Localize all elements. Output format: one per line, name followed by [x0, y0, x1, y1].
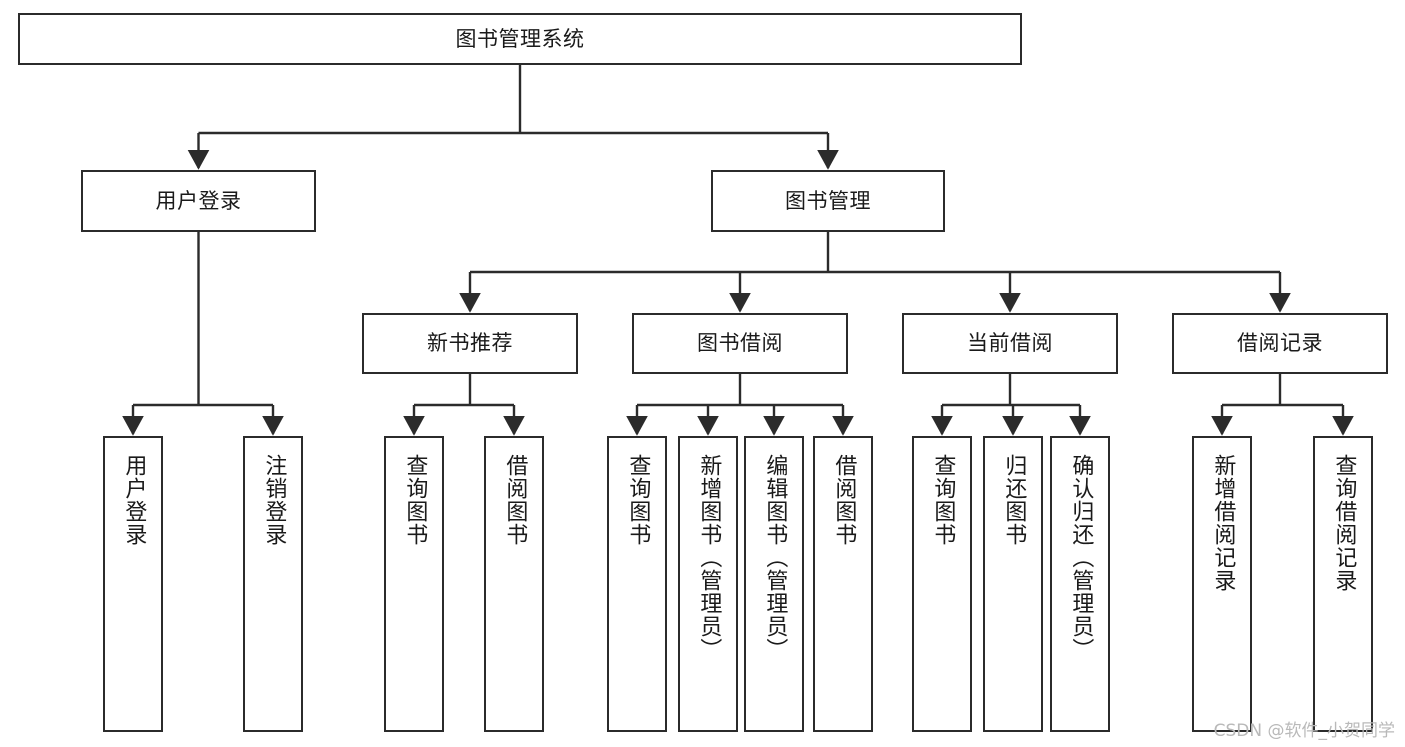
node-label: 确认归还（管理员） [1068, 454, 1094, 661]
node-label: 新书推荐 [427, 331, 513, 356]
node-leaf12[interactable]: 新增借阅记录 [1192, 436, 1252, 732]
node-current[interactable]: 当前借阅 [902, 313, 1118, 374]
node-leaf8[interactable]: 借阅图书 [813, 436, 873, 732]
node-label: 用户登录 [155, 188, 242, 213]
node-leaf13[interactable]: 查询借阅记录 [1313, 436, 1373, 732]
watermark: CSDN @软件_小贺同学 [1213, 721, 1395, 741]
node-leaf5[interactable]: 查询图书 [607, 436, 667, 732]
node-label: 新增借阅记录 [1210, 454, 1236, 592]
node-root[interactable]: 图书管理系统 [18, 13, 1022, 65]
node-label: 图书管理 [785, 188, 871, 213]
node-records[interactable]: 借阅记录 [1172, 313, 1388, 374]
node-borrow[interactable]: 图书借阅 [632, 313, 848, 374]
node-leaf7[interactable]: 编辑图书（管理员） [744, 436, 804, 732]
node-label: 图书借阅 [697, 331, 783, 356]
node-label: 查询图书 [930, 454, 956, 546]
node-label: 查询借阅记录 [1331, 454, 1357, 592]
node-login[interactable]: 用户登录 [81, 170, 316, 232]
node-leaf3[interactable]: 查询图书 [384, 436, 444, 732]
node-label: 查询图书 [402, 454, 428, 546]
node-label: 图书管理系统 [455, 26, 585, 51]
node-label: 编辑图书（管理员） [762, 454, 788, 661]
node-leaf11[interactable]: 确认归还（管理员） [1050, 436, 1110, 732]
node-leaf9[interactable]: 查询图书 [912, 436, 972, 732]
node-label: 用户登录 [121, 454, 147, 546]
node-label: 注销登录 [261, 454, 287, 546]
node-newbook[interactable]: 新书推荐 [362, 313, 578, 374]
node-label: 借阅记录 [1237, 331, 1323, 356]
node-label: 借阅图书 [502, 454, 528, 546]
node-leaf6[interactable]: 新增图书（管理员） [678, 436, 738, 732]
node-leaf4[interactable]: 借阅图书 [484, 436, 544, 732]
node-label: 查询图书 [625, 454, 651, 546]
node-label: 新增图书（管理员） [696, 454, 722, 661]
node-bookmgmt[interactable]: 图书管理 [711, 170, 945, 232]
node-label: 当前借阅 [967, 331, 1053, 356]
node-leaf1[interactable]: 用户登录 [103, 436, 163, 732]
node-label: 归还图书 [1001, 454, 1027, 546]
node-label: 借阅图书 [831, 454, 857, 546]
node-leaf2[interactable]: 注销登录 [243, 436, 303, 732]
node-leaf10[interactable]: 归还图书 [983, 436, 1043, 732]
